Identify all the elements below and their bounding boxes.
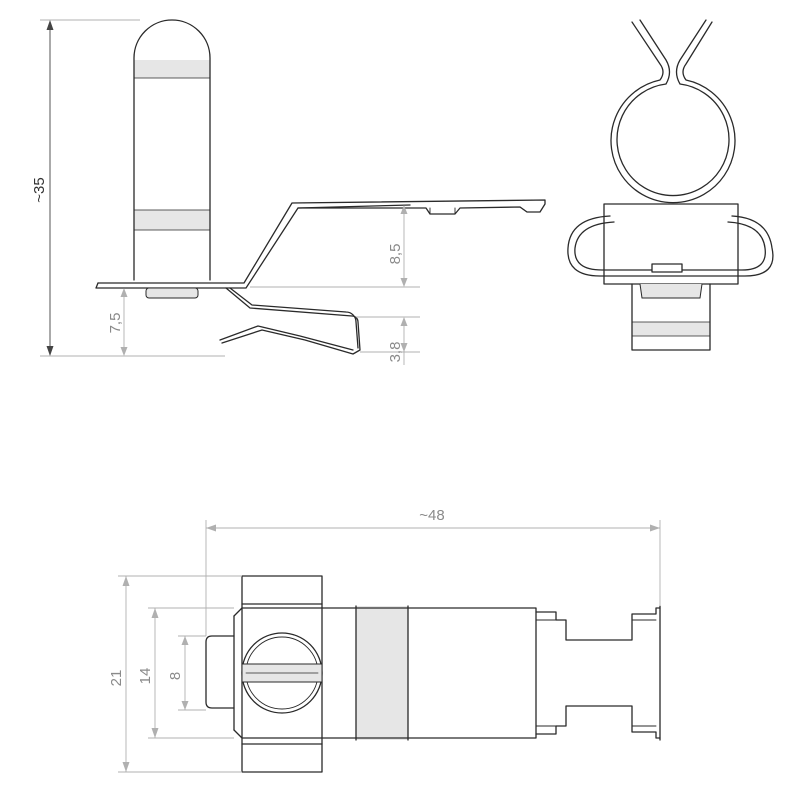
- label-width-inner: 8: [167, 672, 184, 680]
- label-base-height: 7,5: [107, 313, 124, 334]
- dim-clip-height: 8,5: [250, 205, 420, 288]
- label-width-mid: 14: [137, 668, 154, 685]
- spring-leaf: [219, 287, 361, 355]
- dim-spring-height: 3,8: [356, 316, 420, 365]
- top-plate: [233, 605, 661, 741]
- dim-width-mid: 14: [137, 607, 234, 739]
- back-tab: [205, 635, 235, 709]
- label-height-total: ~35: [31, 177, 48, 202]
- dim-base-height: 7,5: [107, 288, 128, 356]
- top-view: ~48 21 14 8: [108, 507, 661, 773]
- dim-width-inner: 8: [167, 635, 206, 711]
- label-spring-height: 3,8: [387, 342, 404, 363]
- front-view: [567, 19, 774, 351]
- label-width-outer: 21: [108, 670, 125, 687]
- dim-height-total: ~35: [31, 19, 225, 357]
- side-view: ~35 7,5 8,5 3,8: [31, 19, 546, 365]
- label-clip-height: 8,5: [387, 244, 404, 265]
- dim-length-total: ~48: [205, 507, 661, 636]
- clamp-ring: [610, 19, 736, 204]
- post: [133, 19, 211, 281]
- dim-width-outer: 21: [108, 575, 242, 773]
- base-plate: [95, 199, 546, 299]
- label-length-total: ~48: [419, 507, 444, 524]
- post-head: [241, 632, 323, 714]
- front-post: [631, 283, 711, 351]
- front-base: [567, 203, 774, 285]
